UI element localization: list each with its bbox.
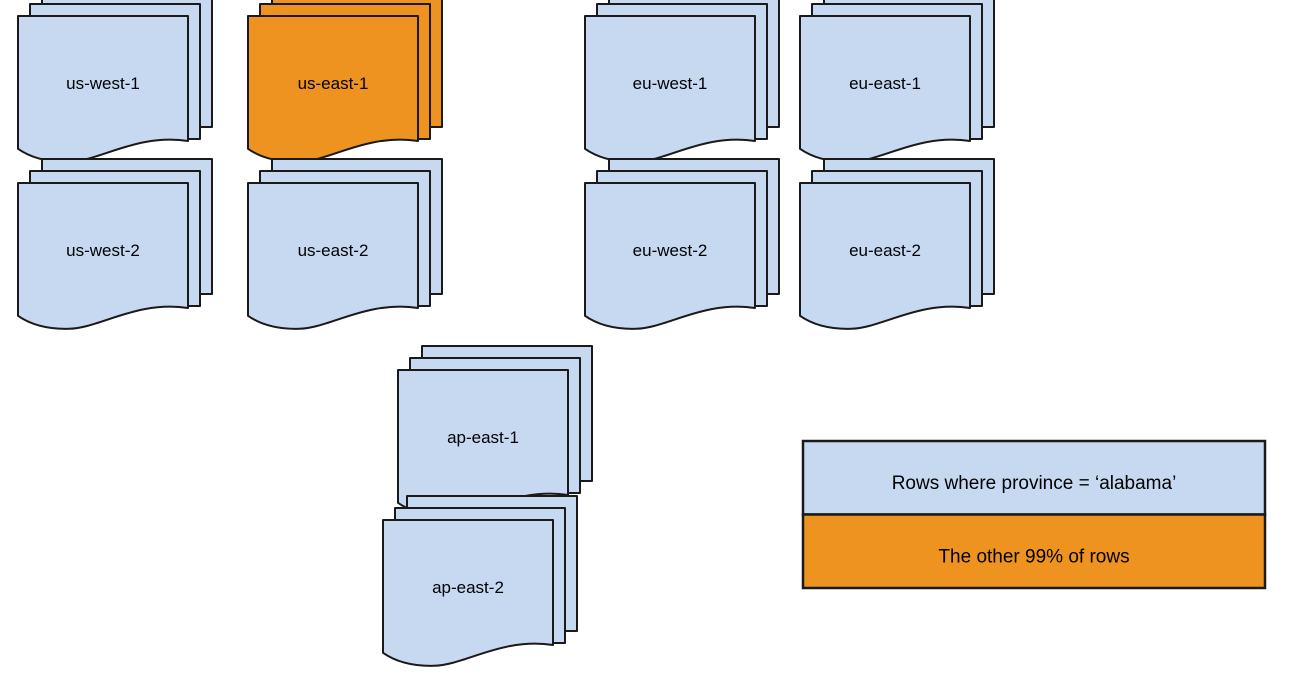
legend-layer: Rows where province = ‘alabama’ The other…	[801, 439, 1267, 590]
db-stack-us-west-1[interactable]: us-west-1	[17, 0, 213, 163]
db-stack-label: us-west-1	[66, 74, 140, 93]
db-stack-sheet-front	[799, 182, 971, 330]
db-stack-sheet-front	[382, 519, 554, 667]
db-stack-label: us-east-2	[298, 241, 369, 260]
db-stack-eu-east-1[interactable]: eu-east-1	[799, 0, 995, 163]
db-stack-ap-east-1[interactable]: ap-east-1	[397, 345, 593, 517]
stacks-layer: us-west-1 us-east-1 eu-west-1 eu-east-1 us-w…	[17, 0, 995, 667]
legend-row-orange: The other 99% of rows	[801, 513, 1267, 590]
db-stack-label: eu-west-2	[633, 241, 708, 260]
db-stack-eu-west-2[interactable]: eu-west-2	[584, 158, 780, 330]
db-stack-sheet-front	[247, 182, 419, 330]
db-stack-ap-east-2[interactable]: ap-east-2	[382, 495, 578, 667]
db-stack-label: ap-east-2	[432, 578, 504, 597]
legend-row-blue: Rows where province = ‘alabama’	[801, 439, 1267, 516]
db-stack-eu-west-1[interactable]: eu-west-1	[584, 0, 780, 163]
db-stack-label: eu-west-1	[633, 74, 708, 93]
db-stack-us-east-1[interactable]: us-east-1	[247, 0, 443, 163]
db-stack-eu-east-2[interactable]: eu-east-2	[799, 158, 995, 330]
db-stack-us-east-2[interactable]: us-east-2	[247, 158, 443, 330]
db-stack-label: us-east-1	[298, 74, 369, 93]
db-stack-label: us-west-2	[66, 241, 140, 260]
db-stack-label: eu-east-2	[849, 241, 921, 260]
db-stack-us-west-2[interactable]: us-west-2	[17, 158, 213, 330]
db-stack-sheet-front	[17, 182, 189, 330]
legend-row-blue-label: Rows where province = ‘alabama’	[892, 473, 1177, 494]
db-stack-label: ap-east-1	[447, 428, 519, 447]
legend-row-orange-label: The other 99% of rows	[938, 546, 1129, 567]
legend-row-orange-swatch	[801, 513, 1267, 590]
db-stack-sheet-front	[584, 182, 756, 330]
db-stack-label: eu-east-1	[849, 74, 921, 93]
legend-row-blue-swatch	[801, 439, 1267, 516]
